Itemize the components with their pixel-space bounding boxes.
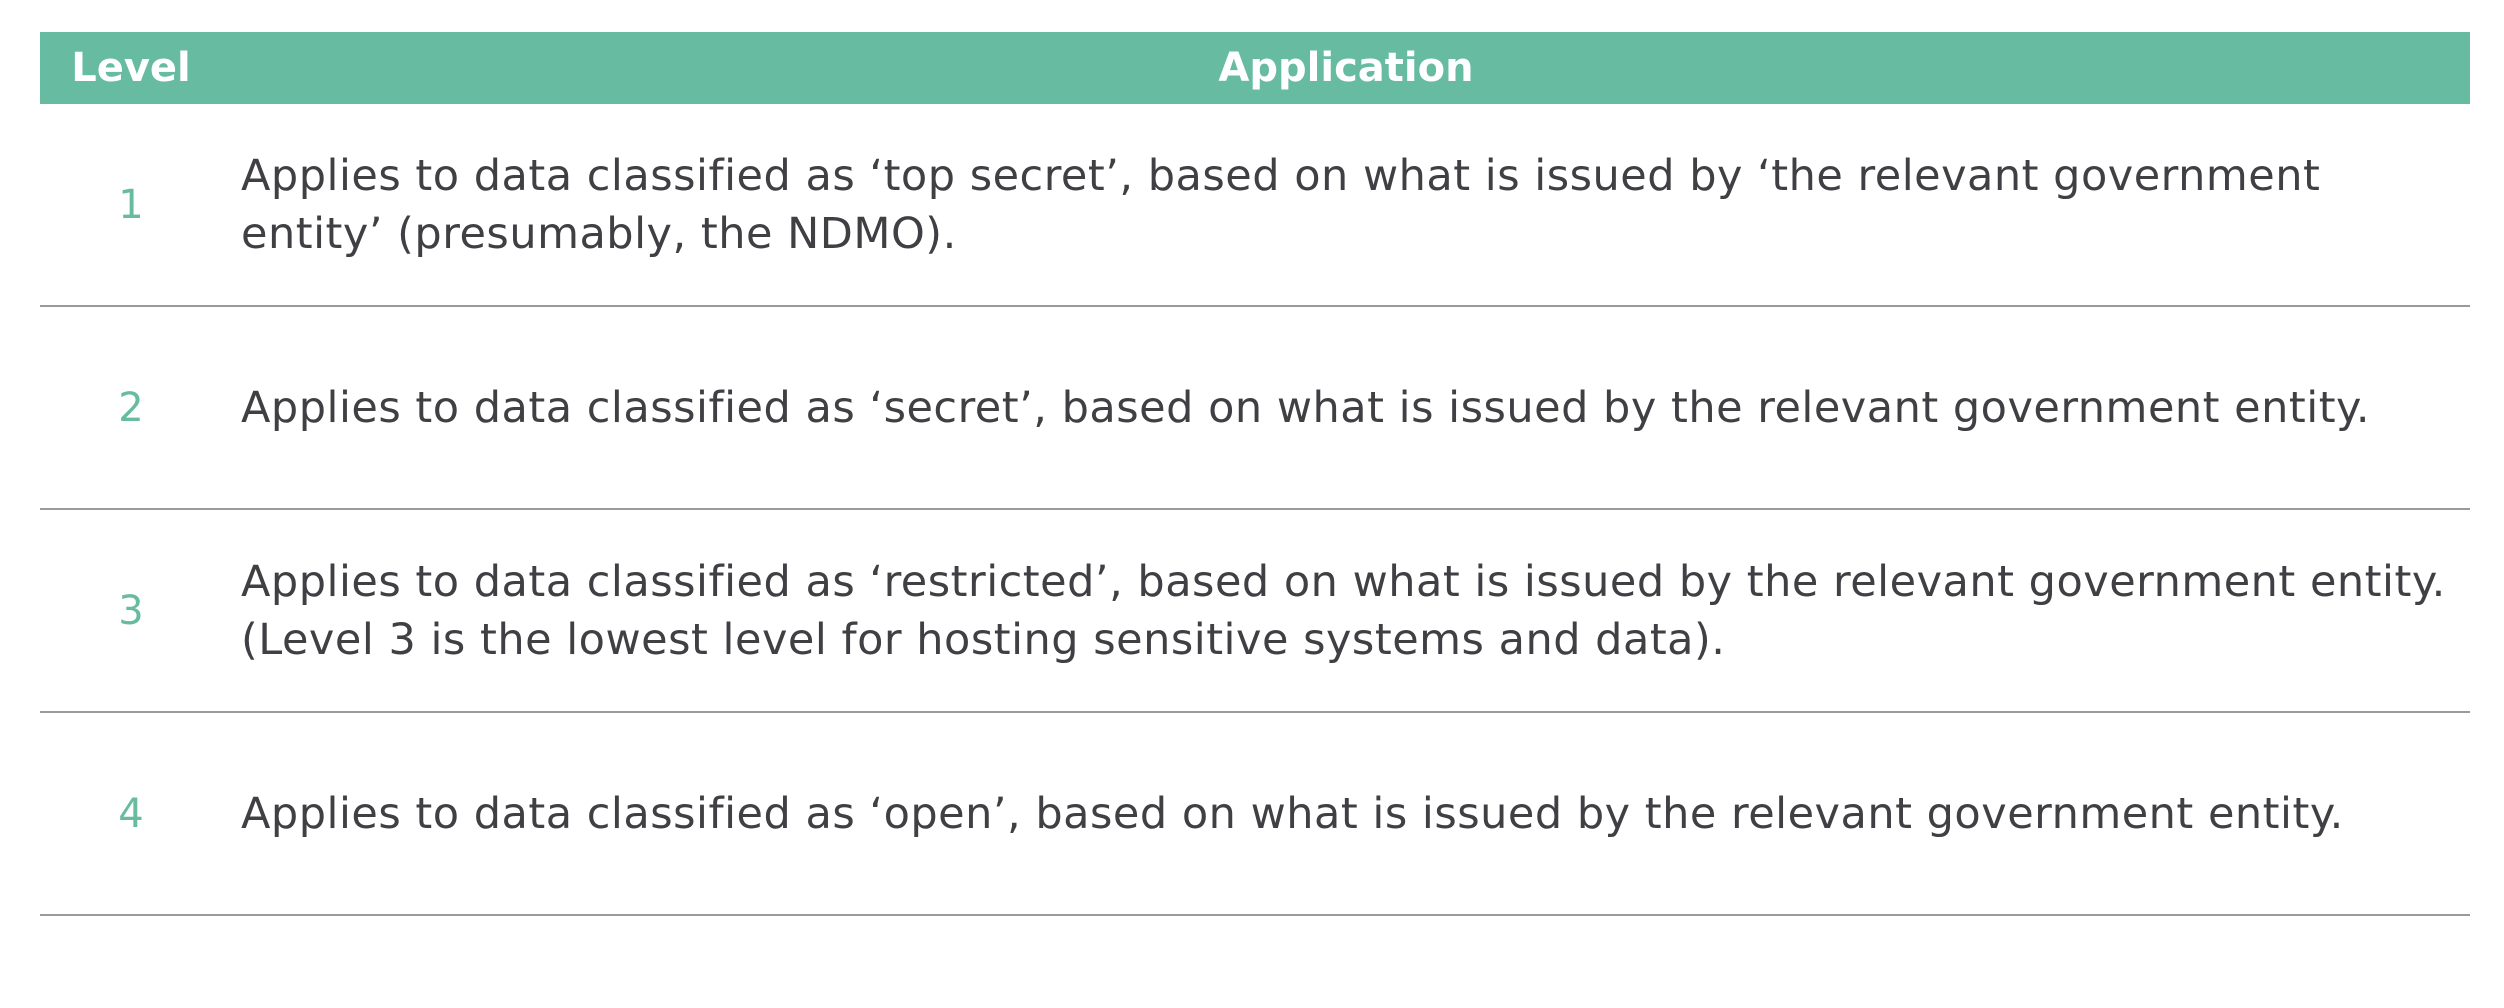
row-level: 1 [118,181,144,228]
table-row: 1 Applies to data classified as ‘top sec… [40,104,2470,307]
table-header: Level Application [40,32,2470,104]
row-application: Applies to data classified as ‘open’, ba… [241,788,2344,839]
row-application: Applies to data classified as ‘top secre… [241,150,2321,259]
row-application: Applies to data classified as ‘secret’, … [241,382,2371,433]
row-level: 3 [118,587,144,634]
header-application: Application [1218,45,1474,91]
table-row: 2 Applies to data classified as ‘secret’… [40,307,2470,510]
row-application: Applies to data classified as ‘restricte… [241,556,2446,665]
header-level: Level [71,45,191,91]
table-row: 4 Applies to data classified as ‘open’, … [40,713,2470,916]
levels-table: Level Application 1 Applies to data clas… [40,32,2470,916]
table-row: 3 Applies to data classified as ‘restric… [40,510,2470,713]
row-level: 4 [118,790,144,837]
row-level: 2 [118,384,144,431]
